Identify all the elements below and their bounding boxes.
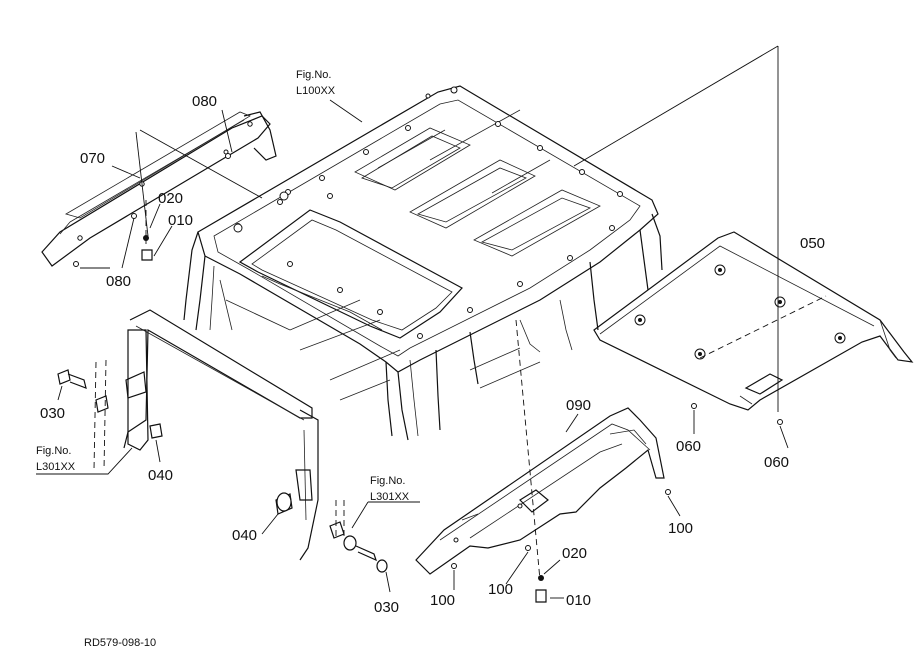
roof-bolt-holes	[233, 86, 623, 339]
callout-010-right: 010	[566, 592, 591, 609]
callout-030-left: 030	[40, 405, 65, 422]
callout-100-mid: 100	[488, 581, 513, 598]
left-frame-bracket	[123, 309, 319, 561]
callout-labels: 080 070 020 010 080 050 030 040 040 030 …	[36, 69, 825, 649]
callout-100-right: 100	[668, 520, 693, 537]
callout-050: 050	[800, 235, 825, 252]
drawing-code: RD579-098-10	[84, 637, 156, 649]
callout-100-left: 100	[430, 592, 455, 609]
callout-020-right: 020	[562, 545, 587, 562]
ref-roof-fig-label: Fig.No.	[296, 69, 331, 81]
ref-right-fig-number: L301XX	[370, 491, 410, 503]
callout-020-left: 020	[158, 190, 183, 207]
part-070-left-trim	[41, 111, 277, 267]
callout-040-mid: 040	[232, 527, 257, 544]
leader-lines	[36, 45, 789, 599]
callout-010-left: 010	[168, 212, 193, 229]
ref-left-fig-number: L301XX	[36, 461, 76, 473]
callout-040-left: 040	[148, 467, 173, 484]
ref-right-fig-label: Fig.No.	[370, 475, 405, 487]
part-050-rear-cover	[593, 231, 914, 411]
ref-left-fig-label: Fig.No.	[36, 445, 71, 457]
callout-060-right: 060	[764, 454, 789, 471]
callout-080-top: 080	[192, 93, 217, 110]
callout-080-bottom: 080	[106, 273, 131, 290]
part-090-side-panel	[415, 407, 665, 575]
callout-060-left: 060	[676, 438, 701, 455]
roof-frame-assembly	[183, 85, 663, 441]
ref-roof-fig-number: L100XX	[296, 85, 336, 97]
callout-090: 090	[566, 397, 591, 414]
callout-070: 070	[80, 150, 105, 167]
callout-030-bottom: 030	[374, 599, 399, 616]
hardware-parts	[57, 153, 783, 603]
